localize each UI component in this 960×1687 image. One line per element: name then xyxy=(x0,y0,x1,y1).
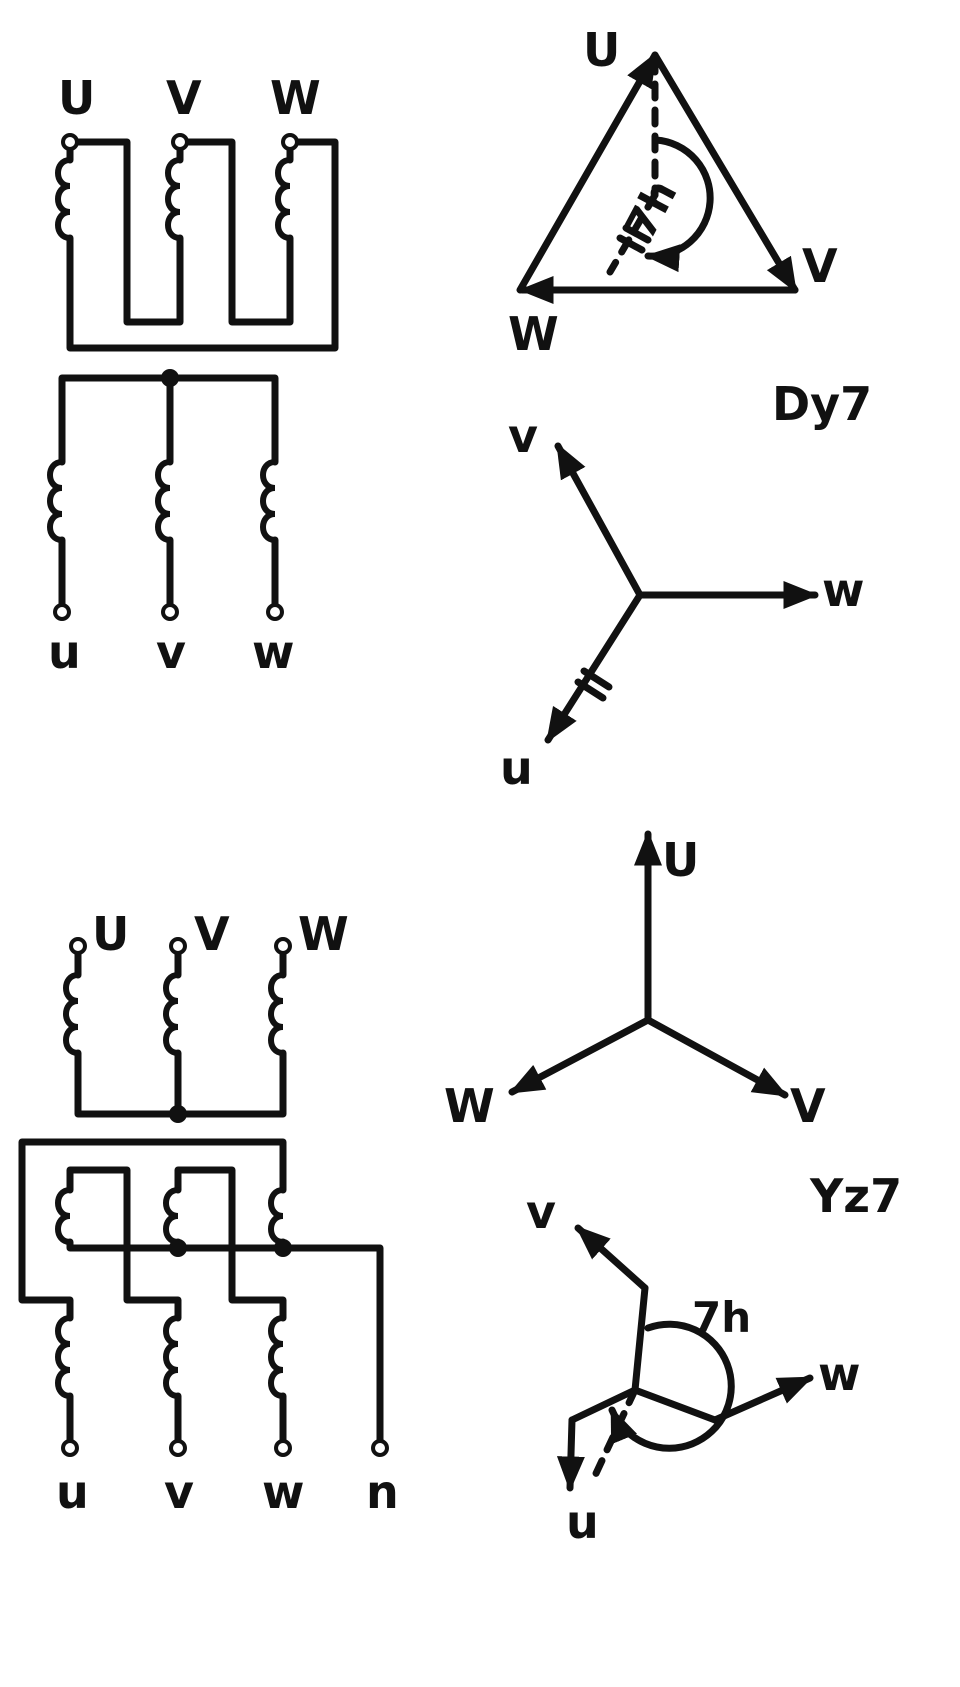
terminal-v2[interactable] xyxy=(169,1439,187,1457)
terminal-V2[interactable] xyxy=(169,937,187,955)
yz7-primary-winding: U V W xyxy=(63,907,349,1123)
coil-zw-bottom xyxy=(268,1315,286,1399)
terminal-n[interactable] xyxy=(371,1439,389,1457)
yz7-secondary-winding: u v w n xyxy=(18,1138,399,1519)
label-tri-U: U xyxy=(583,23,620,77)
label-tri-W: W xyxy=(508,307,559,361)
terminal-w1[interactable] xyxy=(266,603,284,621)
coil-V1 xyxy=(165,157,183,241)
terminal-W1[interactable] xyxy=(281,133,299,151)
dy7-primary-winding: U V W xyxy=(55,71,339,352)
terminal-V1[interactable] xyxy=(171,133,189,151)
dy7-tick-mark xyxy=(616,224,652,254)
coil-v1 xyxy=(155,459,173,543)
label-w2: w xyxy=(262,1465,305,1519)
yz7-group-label: Yz7 xyxy=(809,1169,902,1223)
label-zz-u: u xyxy=(566,1495,599,1549)
label-v2: v xyxy=(164,1465,194,1519)
label-star-v: v xyxy=(508,409,538,463)
terminal-U1[interactable] xyxy=(61,133,79,151)
label-W2: W xyxy=(298,907,349,961)
star-point-dy7 xyxy=(161,369,179,387)
label-n: n xyxy=(366,1465,399,1519)
label-u2: u xyxy=(56,1465,89,1519)
dy7-star-phasor: v w u xyxy=(500,409,865,795)
yz7-angle-label: 7h xyxy=(692,1293,751,1342)
label-V2: V xyxy=(194,907,230,961)
dy7-secondary-winding: u v w xyxy=(47,369,295,679)
coil-w1 xyxy=(260,459,278,543)
coil-zu-bottom xyxy=(55,1315,73,1399)
label-V1: V xyxy=(166,71,202,125)
yz7-star-phasor: U V W xyxy=(444,830,826,1133)
coil-W2 xyxy=(268,972,286,1056)
coil-U1 xyxy=(55,157,73,241)
label-star-u: u xyxy=(500,741,533,795)
label-U2: U xyxy=(92,907,129,961)
dy7-star-tick xyxy=(574,667,613,702)
terminal-u2[interactable] xyxy=(61,1439,79,1457)
coil-zv-bottom xyxy=(163,1315,181,1399)
star-point-yz7 xyxy=(169,1105,187,1123)
yz7-zigzag-phasor: 7h v w u xyxy=(526,1185,861,1549)
yz7-angle-arc xyxy=(608,1320,735,1452)
label-yz-V: V xyxy=(790,1079,826,1133)
label-v1: v xyxy=(156,625,186,679)
label-zz-v: v xyxy=(526,1185,556,1239)
label-star-w: w xyxy=(822,563,865,617)
label-u1: u xyxy=(48,625,81,679)
label-w1: w xyxy=(252,625,295,679)
zigzag-node-1 xyxy=(169,1239,187,1257)
dy7-angle-arc xyxy=(644,136,714,273)
zigzag-node-2 xyxy=(274,1239,292,1257)
coil-u1 xyxy=(47,459,65,543)
label-tri-V: V xyxy=(802,239,838,293)
terminal-v1[interactable] xyxy=(161,603,179,621)
label-yz-W: W xyxy=(444,1079,495,1133)
coil-W1 xyxy=(275,157,293,241)
coil-zv-top xyxy=(163,1187,181,1245)
dy7-secondary-u-line xyxy=(606,191,659,276)
coil-U2 xyxy=(63,972,81,1056)
coil-zu-top xyxy=(55,1187,73,1245)
dy7-delta-phasor: 7h U V W xyxy=(508,23,838,361)
coil-zw-top xyxy=(268,1187,286,1245)
dy7-group-label: Dy7 xyxy=(772,377,872,431)
label-W1: W xyxy=(270,71,321,125)
label-zz-w: w xyxy=(818,1347,861,1401)
terminal-u1[interactable] xyxy=(53,603,71,621)
label-U1: U xyxy=(58,71,95,125)
terminal-w2[interactable] xyxy=(274,1439,292,1457)
label-yz-U: U xyxy=(662,833,699,887)
coil-V2 xyxy=(163,972,181,1056)
terminal-W2[interactable] xyxy=(274,937,292,955)
terminal-U2[interactable] xyxy=(69,937,87,955)
dy7-angle-label: 7h xyxy=(616,171,687,246)
